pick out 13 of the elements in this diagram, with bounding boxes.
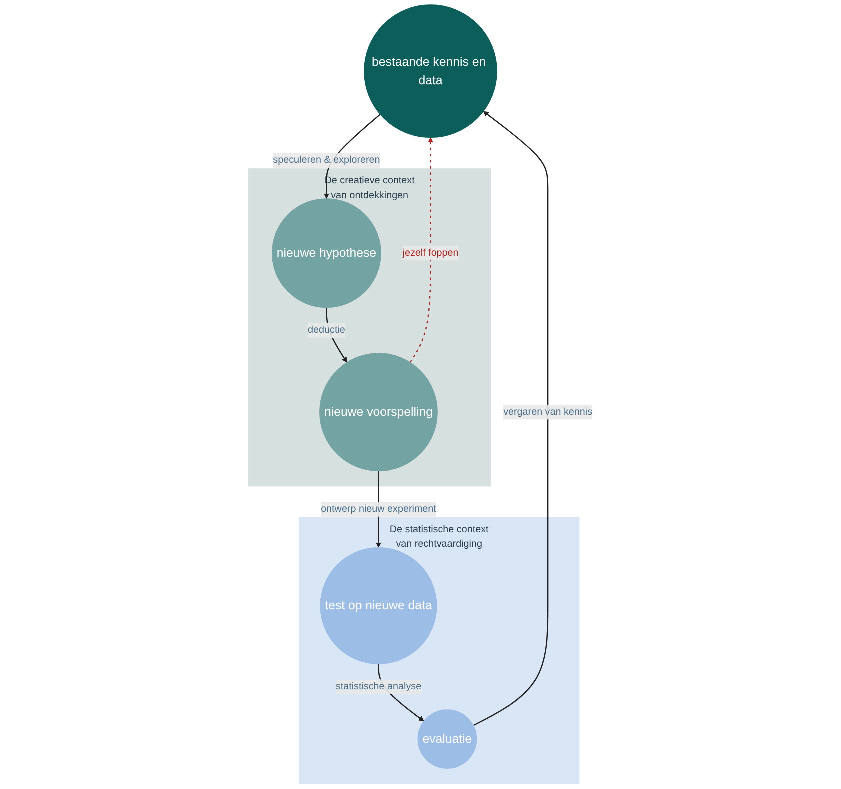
edge-label: statistische analyse <box>336 681 422 692</box>
edge-label: jezelf foppen <box>402 248 459 258</box>
node-circle: test op nieuwe data <box>320 547 438 664</box>
edge-label: deductie <box>308 325 346 336</box>
node-circle: nieuwe hypothese <box>272 198 382 308</box>
edge-label: ontwerp nieuw experiment <box>321 504 436 514</box>
node-circle: bestaande kennis en data <box>364 4 498 138</box>
arrow <box>473 111 549 726</box>
node-circle: nieuwe voorspelling <box>320 353 438 472</box>
edge-label: speculeren & exploreren <box>273 155 380 166</box>
node-circle: evaluatie <box>418 710 478 769</box>
edge-label: vergaren van kennis <box>504 406 593 418</box>
arrow <box>410 137 434 363</box>
